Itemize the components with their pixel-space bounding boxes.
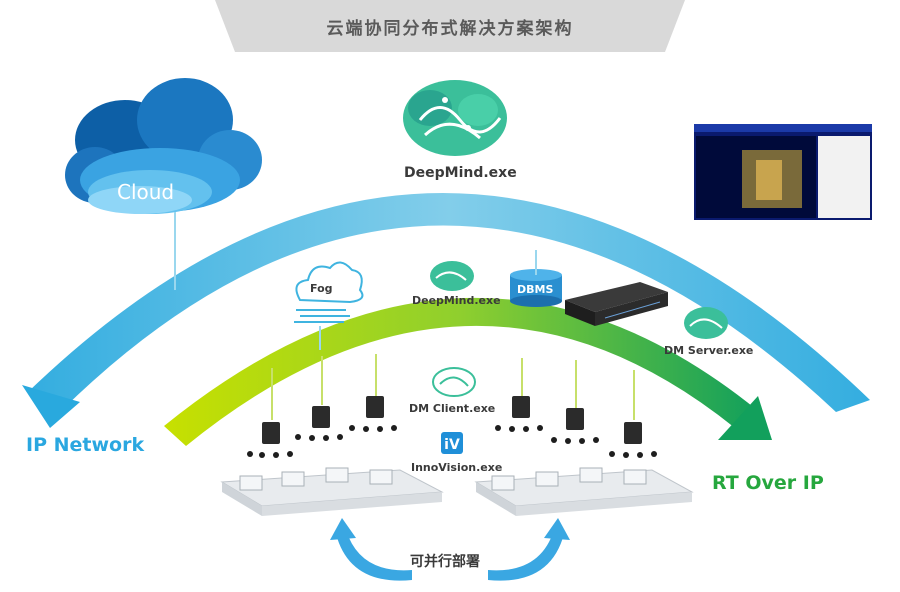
title-banner [215,0,685,52]
ip-network-label: IP Network [26,434,145,456]
brain-small-icon [430,261,474,291]
rt-over-ip-label: RT Over IP [712,472,824,494]
dbms-label: DBMS [517,283,554,296]
brain-client-icon [432,367,476,397]
rack-server-icon [565,282,668,326]
software-screenshot [694,124,872,220]
cloud-icon [65,78,262,214]
svg-text:iV: iV [444,437,460,453]
parallel-deploy-label: 可并行部署 [410,554,480,570]
parallel-deploy-arrows [330,518,570,581]
dm-client-label: DM Client.exe [409,402,496,415]
cloud-label: Cloud [117,180,175,204]
diagram-title: 云端协同分布式解决方案架构 [326,19,574,39]
innovision-label: InnoVision.exe [411,461,503,474]
brain-icon [403,80,507,156]
production-line-right [474,467,694,516]
dm-server-label: DM Server.exe [664,344,754,357]
production-line-left [220,467,444,516]
camera-clusters [247,425,657,458]
fog-icon [294,261,364,323]
innovision-icon: iV [441,432,463,454]
deepmind-mid-label: DeepMind.exe [412,294,501,307]
rt-over-ip-arc [164,297,772,446]
ip-network-arc [22,192,870,428]
deepmind-top-label: DeepMind.exe [404,165,517,181]
edge-controllers [262,396,642,444]
brain-server-icon [684,307,728,339]
fog-label: Fog [310,282,333,295]
